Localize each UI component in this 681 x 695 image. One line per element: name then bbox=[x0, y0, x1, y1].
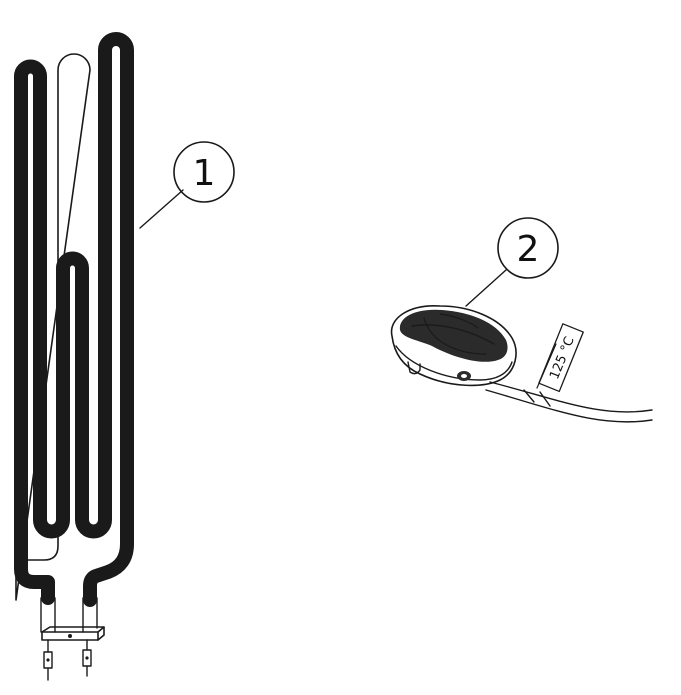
terminal-left bbox=[43, 639, 53, 681]
callout-1-leader bbox=[139, 189, 184, 229]
housing-highlight-1 bbox=[411, 324, 495, 345]
housing-highlight-3 bbox=[439, 313, 479, 329]
heating-element-tube bbox=[14, 32, 134, 607]
flange-side bbox=[97, 626, 105, 641]
temperature-tag: 125 °C bbox=[536, 323, 584, 393]
heating-element bbox=[15, 53, 91, 601]
housing-highlight-2 bbox=[423, 317, 487, 355]
flange-plate bbox=[41, 631, 99, 641]
terminal-left-screw bbox=[46, 658, 50, 662]
housing-foot bbox=[407, 361, 421, 375]
sensor-housing-top bbox=[399, 309, 508, 362]
callout-1-number: 1 bbox=[193, 153, 216, 194]
callout-2-circle bbox=[497, 217, 559, 279]
housing-rim bbox=[395, 345, 513, 381]
tag-box bbox=[538, 323, 584, 393]
housing-screw-slot bbox=[461, 374, 467, 378]
heating-element-flange bbox=[40, 597, 105, 681]
terminal-right-screw bbox=[85, 656, 89, 660]
heating-element-outer-contour bbox=[15, 53, 91, 601]
sensor-cable-top bbox=[489, 381, 653, 413]
cable-band bbox=[523, 389, 551, 407]
callout-1-circle bbox=[173, 141, 235, 203]
callout-2: 2 bbox=[465, 217, 559, 307]
heating-element-tube-inner-stroke bbox=[15, 33, 133, 606]
callout-2-leader bbox=[465, 269, 507, 307]
temperature-sensor bbox=[390, 305, 653, 423]
callout-1: 1 bbox=[139, 141, 235, 229]
terminal-right bbox=[82, 639, 92, 677]
flange-hole bbox=[68, 634, 72, 638]
flange-top bbox=[41, 626, 105, 633]
sensor-cable-bottom bbox=[485, 389, 653, 423]
sensor-housing bbox=[390, 305, 517, 387]
tube-stubs bbox=[40, 597, 98, 633]
callout-2-number: 2 bbox=[517, 229, 540, 270]
